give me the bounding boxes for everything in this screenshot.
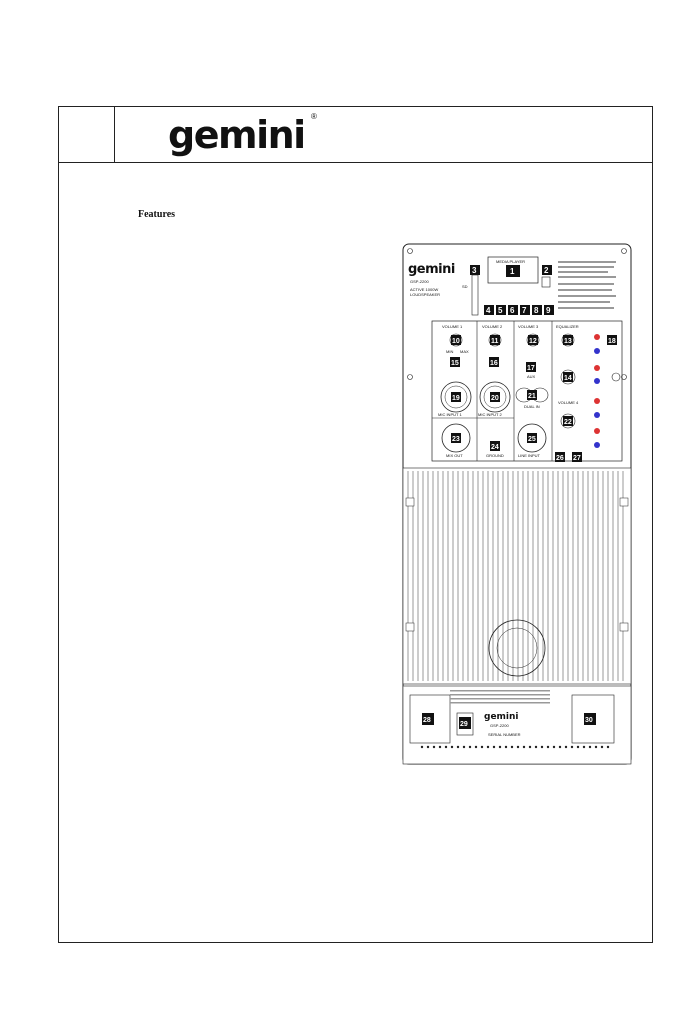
callout-19: 19 — [452, 395, 460, 402]
mic-input-1-label: MIC INPUT 1 — [438, 412, 462, 417]
section-title: Features — [138, 209, 176, 220]
callout-26: 26 — [556, 455, 564, 462]
page-frame — [58, 106, 653, 943]
callout-20: 20 — [491, 395, 499, 402]
gemini-logo: gemini — [168, 113, 306, 157]
volume-2-label: VOLUME 2 — [482, 324, 503, 329]
callout-22: 22 — [564, 419, 572, 426]
callout-29: 29 — [460, 721, 468, 728]
callout-21: 21 — [528, 393, 536, 400]
callout-16: 16 — [490, 360, 498, 367]
line-input-label: LINE INPUT — [518, 453, 541, 458]
callout-18: 18 — [608, 338, 616, 345]
panel-subtitle-2: LOUDSPEAKER — [410, 292, 440, 297]
volume-4-label: VOLUME 4 — [558, 400, 579, 405]
panel-subtitle-1: ACTIVE 1000W — [410, 287, 438, 292]
callout-2: 2 — [544, 266, 549, 275]
callout-15: 15 — [451, 360, 459, 367]
media-player-label: MEDIA PLAYER — [496, 259, 525, 264]
volume-3-label: VOLUME 3 — [518, 324, 539, 329]
panel-model: GSP-2200 — [410, 279, 429, 284]
panel-logo: gemini — [408, 262, 455, 277]
callout-28: 28 — [423, 717, 431, 724]
dual-in-label: DUAL IN — [524, 404, 540, 409]
callout-8: 8 — [534, 306, 539, 315]
sd-label: SD — [462, 284, 468, 289]
bottom-logo: gemini — [484, 712, 519, 722]
panel-svg: gemini GSP-2200 ACTIVE 1000W LOUDSPEAKER… — [402, 243, 632, 765]
volume-1-label: VOLUME 1 — [442, 324, 463, 329]
header-divider — [114, 107, 115, 163]
callout-14: 14 — [564, 375, 572, 382]
callout-25: 25 — [528, 436, 536, 443]
callout-23: 23 — [452, 436, 460, 443]
callout-12: 12 — [529, 338, 537, 345]
logo-text: gemini — [168, 113, 306, 157]
serial-number-label: SERIAL NUMBER — [488, 732, 521, 737]
callout-13: 13 — [564, 338, 572, 345]
callout-10: 10 — [452, 338, 460, 345]
speaker-panel-diagram: gemini GSP-2200 ACTIVE 1000W LOUDSPEAKER… — [402, 243, 632, 765]
ground-label: GROUND — [486, 453, 504, 458]
callout-5: 5 — [498, 306, 503, 315]
callout-11: 11 — [491, 338, 499, 345]
callout-9: 9 — [546, 306, 551, 315]
callout-24: 24 — [491, 444, 499, 451]
callout-4: 4 — [486, 306, 491, 315]
volume-knobs: 10 11 12 13 — [449, 333, 575, 347]
callout-27: 27 — [573, 455, 581, 462]
aux-label: AUX — [527, 374, 536, 379]
callout-3: 3 — [472, 266, 477, 275]
transport-buttons: 4 5 6 7 8 9 — [484, 305, 554, 315]
callout-7: 7 — [522, 306, 527, 315]
equalizer-label: EQUALIZER — [556, 324, 579, 329]
heatsink — [402, 467, 632, 685]
mix-out-label: MIX OUT — [446, 453, 463, 458]
max-label: MAX — [460, 349, 469, 354]
callout-17: 17 — [527, 365, 535, 372]
min-label: MIN — [446, 349, 453, 354]
header-row — [59, 107, 652, 163]
mic-input-2-label: MIC INPUT 2 — [478, 412, 502, 417]
callout-30: 30 — [585, 717, 593, 724]
registered-mark: ® — [311, 112, 317, 121]
bottom-model: GSP-2200 — [490, 723, 509, 728]
callout-6: 6 — [510, 306, 515, 315]
callout-1: 1 — [510, 267, 515, 276]
